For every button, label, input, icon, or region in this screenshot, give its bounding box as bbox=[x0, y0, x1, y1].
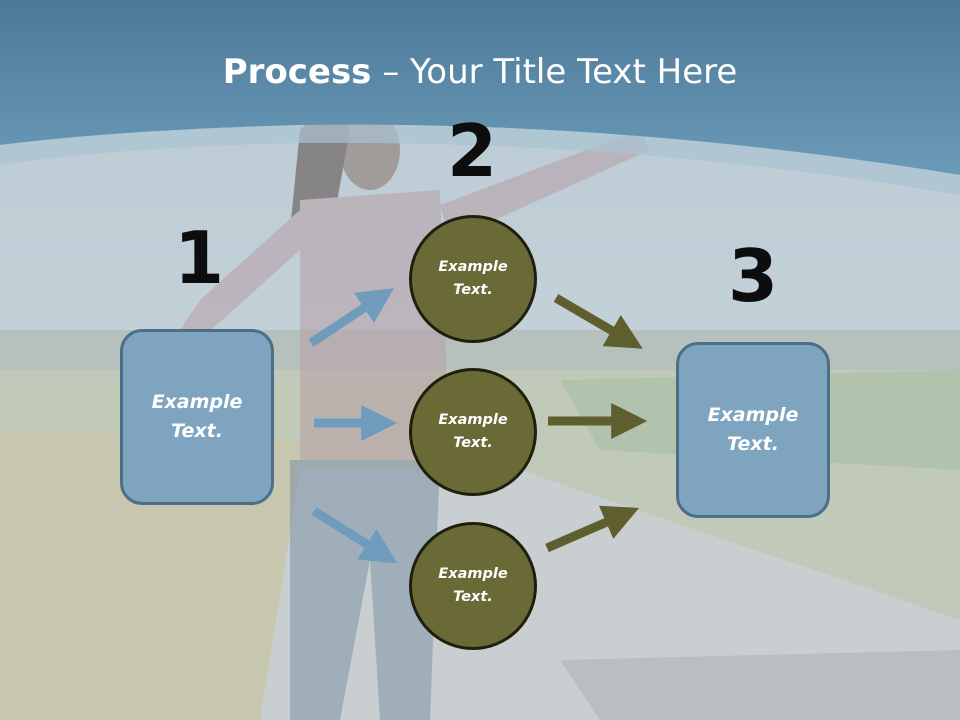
step-number-1: 1 bbox=[173, 216, 225, 300]
title-bold: Process bbox=[222, 52, 372, 92]
step-2-circle-top: Example Text. bbox=[409, 215, 537, 343]
step-2-circle-middle: Example Text. bbox=[409, 368, 537, 496]
step-number-3: 3 bbox=[727, 234, 779, 318]
step-3-box: Example Text. bbox=[676, 342, 830, 518]
step-number-2: 2 bbox=[446, 109, 498, 193]
slide-title: Process – Your Title Text Here bbox=[0, 52, 960, 92]
step-1-box: Example Text. bbox=[120, 329, 274, 505]
title-rest: – Your Title Text Here bbox=[371, 52, 738, 92]
step-2-circle-bottom: Example Text. bbox=[409, 522, 537, 650]
